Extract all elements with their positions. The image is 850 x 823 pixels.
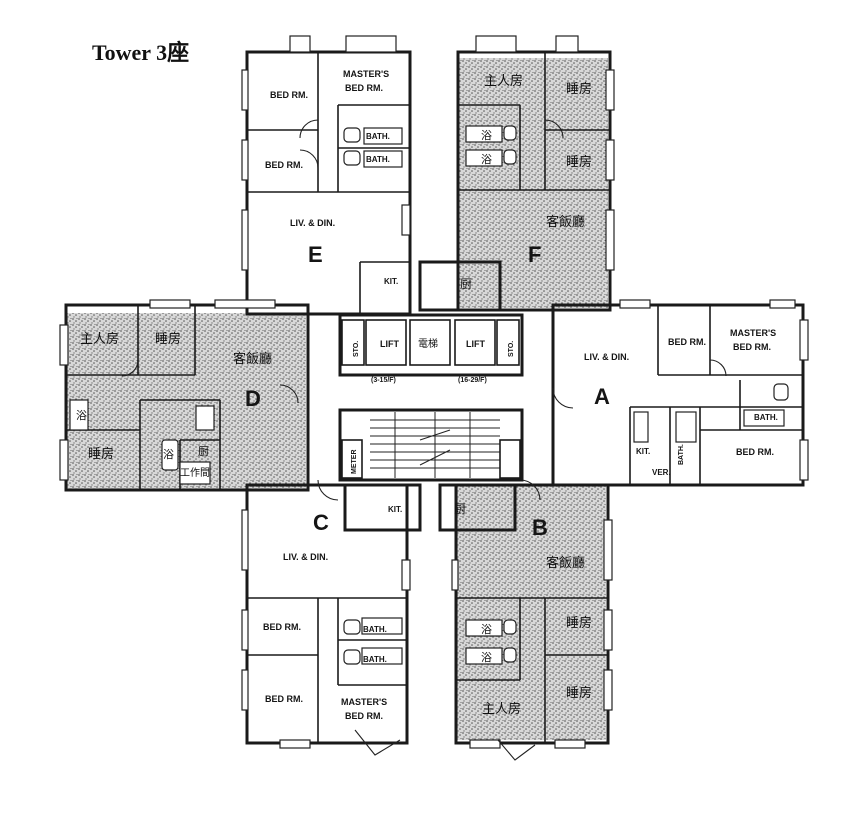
unit-c-letter: C bbox=[313, 510, 329, 535]
unit-f-letter: F bbox=[528, 242, 541, 267]
central-core bbox=[338, 313, 524, 482]
unit-c-kitchen-label: KIT. bbox=[388, 505, 402, 514]
unit-d-bath-label-2: 浴 bbox=[163, 448, 174, 461]
unit-f bbox=[420, 35, 615, 312]
unit-d-master-label: 主人房 bbox=[80, 331, 119, 347]
unit-a-bath-label: BATH. bbox=[754, 413, 778, 422]
core-meter-label: METER bbox=[351, 450, 358, 475]
unit-c-kitchen bbox=[343, 483, 422, 532]
unit-f-shading bbox=[458, 58, 608, 308]
unit-a-master-label: MASTER'S bbox=[730, 328, 776, 338]
unit-e-kitchen-label: KIT. bbox=[384, 277, 398, 286]
unit-f-living-label: 客飯廳 bbox=[546, 214, 585, 230]
unit-b-bath-label-2: 浴 bbox=[481, 651, 492, 664]
unit-b-living-label: 客飯廳 bbox=[546, 555, 585, 571]
unit-c bbox=[241, 479, 420, 756]
unit-a bbox=[551, 299, 809, 487]
core-store-2-label: STO. bbox=[508, 341, 515, 357]
core-lift-2-floors: (16-29/F) bbox=[458, 377, 487, 384]
unit-e-bath-label: BATH. bbox=[366, 132, 390, 141]
unit-e-bedroom-2-label: BED RM. bbox=[265, 160, 303, 170]
core-lift-1-label: LIFT bbox=[380, 339, 399, 349]
unit-f-kitchen bbox=[418, 260, 502, 312]
unit-a-living-label: LIV. & DIN. bbox=[584, 352, 629, 362]
unit-f-kitchen-label: 厨 bbox=[460, 277, 472, 291]
unit-a-bedroom-2-label: BED RM. bbox=[736, 447, 774, 457]
unit-e-master-label: MASTER'S bbox=[343, 69, 389, 79]
unit-e-bath-label-2: BATH. bbox=[366, 155, 390, 164]
unit-a-master-label-2: BED RM. bbox=[733, 342, 771, 352]
unit-b-bedroom-2-label: 睡房 bbox=[566, 685, 592, 701]
unit-d-bath-label: 浴 bbox=[76, 409, 87, 422]
unit-b-kitchen bbox=[438, 483, 517, 532]
core-lift-2-label: LIFT bbox=[466, 339, 485, 349]
unit-d-letter: D bbox=[245, 386, 261, 411]
unit-f-bedroom-2-label: 睡房 bbox=[566, 154, 592, 170]
unit-c-bath-label-2: BATH. bbox=[363, 655, 387, 664]
unit-c-bedroom-label: BED RM. bbox=[263, 622, 301, 632]
unit-b-shading bbox=[456, 485, 606, 740]
unit-d bbox=[59, 299, 310, 492]
unit-a-bedroom-label: BED RM. bbox=[668, 337, 706, 347]
unit-b-master-label: 主人房 bbox=[482, 701, 521, 717]
unit-e-master-label-2: BED RM. bbox=[345, 83, 383, 93]
core-lift-mid-label: 電梯 bbox=[418, 337, 438, 350]
unit-b-bath-label: 浴 bbox=[481, 623, 492, 636]
core-store-1-label: STO. bbox=[353, 341, 360, 357]
unit-b-letter: B bbox=[532, 515, 548, 540]
unit-d-living-label: 客飯廳 bbox=[233, 351, 272, 367]
unit-d-bedroom-label: 睡房 bbox=[155, 331, 181, 347]
unit-e-bedroom-label: BED RM. bbox=[270, 90, 308, 100]
unit-c-bedroom-2-label: BED RM. bbox=[265, 694, 303, 704]
unit-d-shading bbox=[66, 313, 306, 490]
core-lift-1-floors: (3-15/F) bbox=[371, 377, 396, 384]
unit-f-bath-label-2: 浴 bbox=[481, 153, 492, 166]
unit-a-letter: A bbox=[594, 384, 610, 409]
unit-f-bath-label: 浴 bbox=[481, 129, 492, 142]
plan-title: Tower 3座 bbox=[92, 40, 189, 65]
unit-d-workroom-label: 工作間 bbox=[180, 467, 210, 479]
unit-b-kitchen-label: 厨 bbox=[454, 502, 466, 516]
unit-f-bedroom-label: 睡房 bbox=[566, 81, 592, 97]
unit-d-kitchen-label: 厨 bbox=[198, 445, 209, 458]
unit-e-letter: E bbox=[308, 242, 323, 267]
unit-a-verandah-label: VER. bbox=[652, 468, 671, 477]
unit-b-bedroom-label: 睡房 bbox=[566, 615, 592, 631]
unit-e-living-label: LIV. & DIN. bbox=[290, 218, 335, 228]
unit-c-master-label-2: BED RM. bbox=[345, 711, 383, 721]
unit-d-bedroom-2-label: 睡房 bbox=[88, 446, 114, 462]
unit-c-bath-label: BATH. bbox=[363, 625, 387, 634]
unit-f-master-label: 主人房 bbox=[484, 73, 523, 89]
unit-a-kitchen-label: KIT. bbox=[636, 447, 650, 456]
unit-a-bath-2-label: BATH. bbox=[678, 444, 685, 465]
unit-c-master-label: MASTER'S bbox=[341, 697, 387, 707]
unit-b bbox=[440, 479, 613, 761]
unit-e bbox=[241, 35, 412, 316]
unit-c-living-label: LIV. & DIN. bbox=[283, 552, 328, 562]
